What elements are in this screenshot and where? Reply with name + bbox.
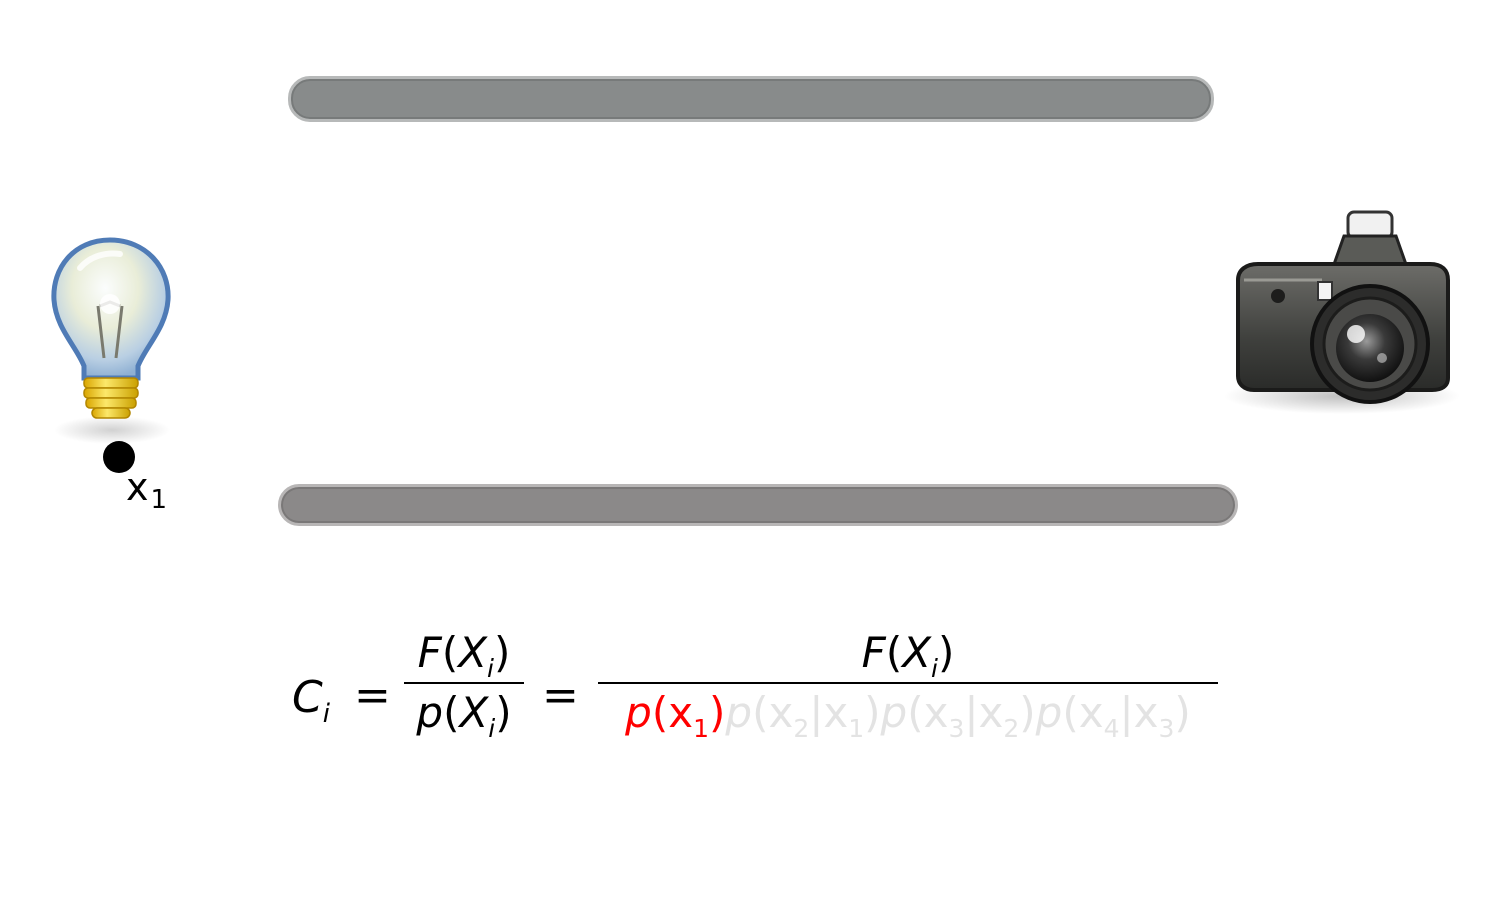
equals-sign-1: =: [354, 670, 391, 721]
camera-icon: [1224, 210, 1460, 414]
highlighted-term: p(x1): [625, 688, 726, 743]
top-occluder-bar: [288, 76, 1214, 122]
lightbulb-icon: [51, 237, 171, 444]
point-marker: [103, 441, 135, 473]
faded-term: p(x2|x1): [725, 688, 881, 743]
formula-lhs: Ci: [292, 672, 330, 729]
point-label: x1: [126, 465, 168, 515]
fraction-1: F(Xi) p(Xi): [404, 628, 524, 743]
fraction-1-numerator: F(Xi): [417, 628, 511, 683]
bottom-occluder-bar: [278, 484, 1238, 526]
equals-sign-2: =: [542, 670, 579, 721]
fraction-1-denominator: p(Xi): [416, 688, 512, 743]
faded-term: p(x4|x3): [1035, 688, 1191, 743]
fraction-2-bar: [598, 682, 1218, 684]
faded-term: p(x3|x2): [880, 688, 1036, 743]
contribution-formula: Ci = F(Xi) p(Xi) = F(Xi) p(x1)p(x2|x1)p(…: [290, 630, 1230, 780]
fraction-2-numerator: F(Xi): [861, 628, 955, 683]
fraction-2: F(Xi) p(x1)p(x2|x1)p(x3|x2)p(x4|x3): [598, 628, 1218, 742]
fraction-1-bar: [404, 682, 524, 684]
fraction-2-denominator: p(x1)p(x2|x1)p(x3|x2)p(x4|x3): [598, 692, 1218, 742]
